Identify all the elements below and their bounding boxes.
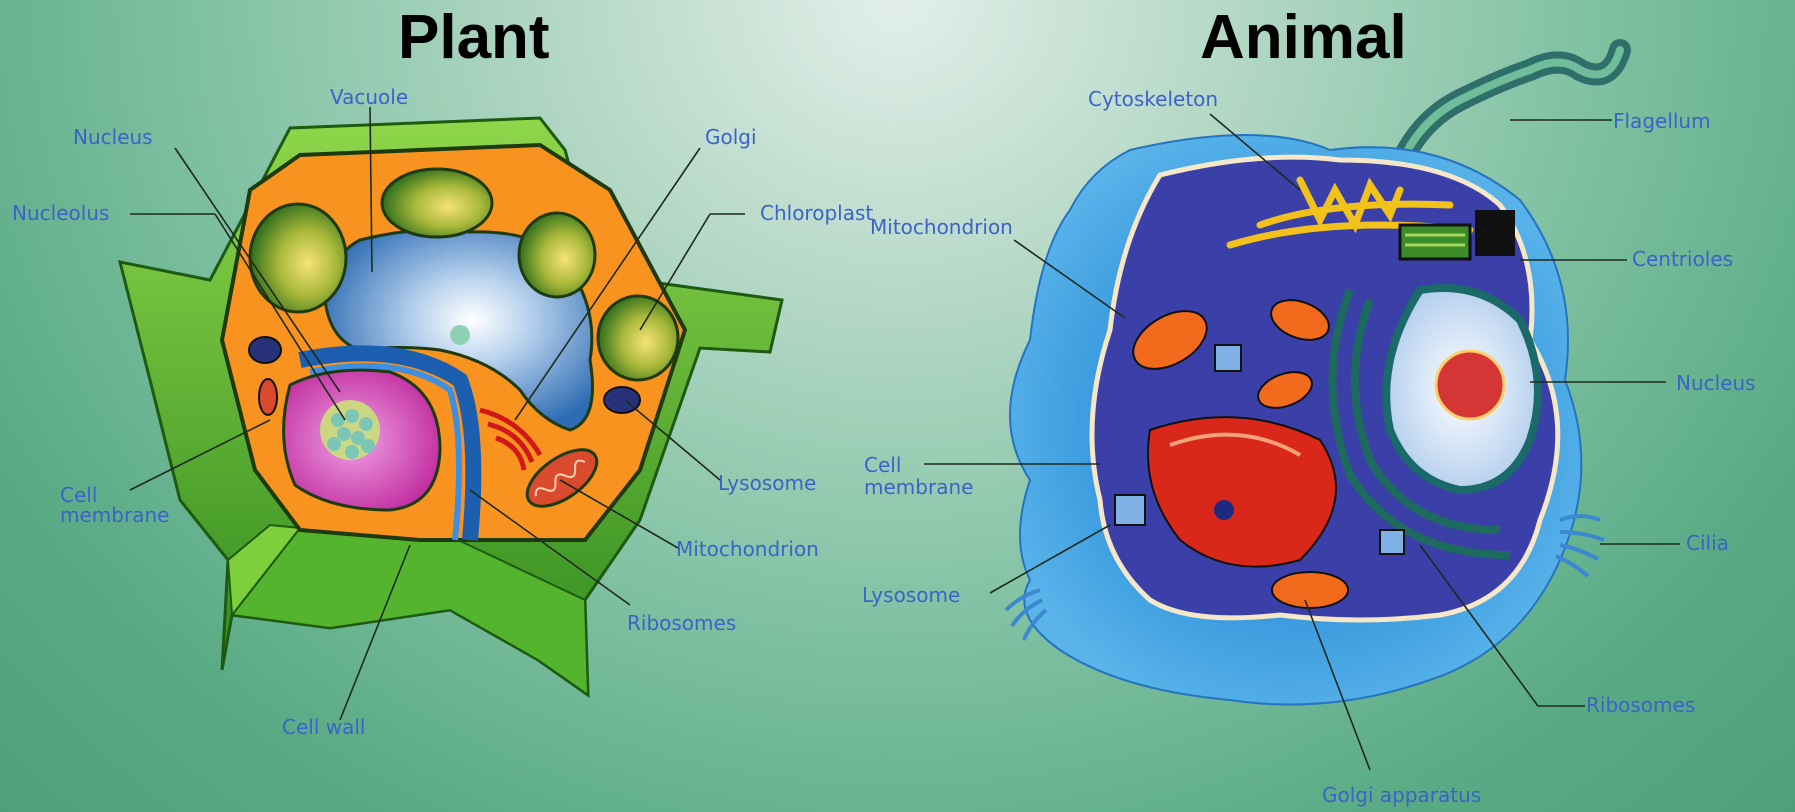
label-animal-cell-membrane-1: Cell: [864, 453, 901, 477]
plant-cell: [120, 118, 782, 695]
label-animal-golgi-apparatus: Golgi apparatus: [1322, 783, 1481, 807]
label-plant-golgi: Golgi: [705, 125, 757, 149]
label-plant-vacuole: Vacuole: [330, 85, 408, 109]
label-animal-lysosome: Lysosome: [862, 583, 960, 607]
plant-small-organelle: [259, 379, 277, 415]
label-animal-centrioles: Centrioles: [1632, 247, 1733, 271]
plant-nucleolus: [320, 400, 380, 460]
animal-nucleolus: [1436, 351, 1504, 419]
animal-flagellum: [1400, 50, 1620, 165]
label-plant-mitochondrion: Mitochondrion: [676, 537, 819, 561]
label-animal-cytoskeleton: Cytoskeleton: [1088, 87, 1218, 111]
label-plant-lysosome: Lysosome: [718, 471, 816, 495]
animal-lysosome: [1380, 530, 1404, 554]
label-animal-cilia: Cilia: [1686, 531, 1729, 555]
label-plant-nucleus: Nucleus: [73, 125, 153, 149]
label-plant-nucleolus: Nucleolus: [12, 201, 109, 225]
label-plant-chloroplast: Chloroplast: [760, 201, 873, 225]
plant-chloroplast: [519, 213, 595, 297]
animal-lysosome: [1115, 495, 1145, 525]
animal-lysosome: [1215, 345, 1241, 371]
plant-chloroplast: [250, 204, 346, 312]
animal-cell: [1006, 50, 1620, 705]
label-animal-ribosomes: Ribosomes: [1586, 693, 1695, 717]
label-animal-flagellum: Flagellum: [1613, 109, 1711, 133]
label-animal-nucleus: Nucleus: [1676, 371, 1756, 395]
label-animal-mitochondrion: Mitochondrion: [870, 215, 1013, 239]
label-plant-ribosomes: Ribosomes: [627, 611, 736, 635]
label-animal-cell-membrane-2: membrane: [864, 475, 973, 499]
label-plant-cell-wall: Cell wall: [282, 715, 365, 739]
plant-lysosome: [249, 337, 281, 363]
label-plant-cell-membrane-2: membrane: [60, 503, 169, 527]
plant-chloroplast: [598, 296, 678, 380]
plant-chloroplast: [382, 169, 492, 237]
